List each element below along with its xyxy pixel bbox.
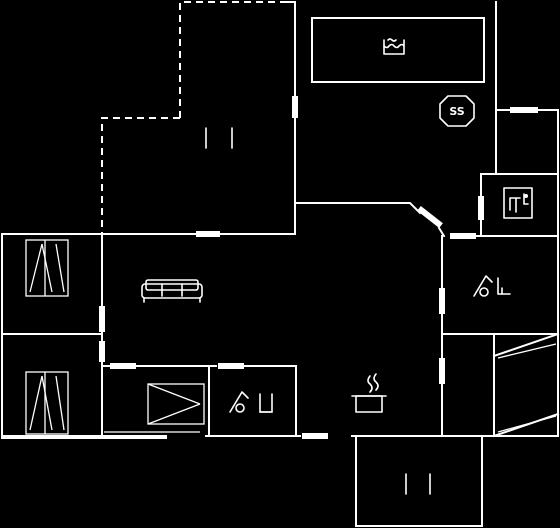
cooking-pot-icon	[351, 373, 387, 413]
shower-toilet-icon	[473, 275, 511, 297]
door-living-top	[196, 231, 220, 237]
wall-right-bottom-diag	[492, 412, 560, 438]
terrace-bottom	[355, 435, 483, 527]
single-bed-icon	[405, 473, 431, 495]
single-bed-icon	[497, 343, 557, 433]
door-corridor-diag	[417, 206, 443, 228]
door-bottom	[302, 433, 328, 439]
single-bed-icon	[205, 127, 233, 149]
door-lower-h1	[110, 363, 136, 369]
wall-corridor-diag	[437, 226, 446, 238]
bunk-bed-icon	[25, 371, 69, 435]
door-right-upper	[510, 107, 538, 113]
pool-icon	[383, 38, 405, 55]
terrace-top-dashed	[101, 1, 283, 234]
door-right-v2	[439, 358, 445, 384]
bunk-bed-icon	[25, 239, 69, 297]
door-right-h1	[450, 233, 476, 239]
sauna-icon: SS	[439, 95, 475, 127]
door-right-v1	[439, 288, 445, 314]
wall-right-bottom-h	[492, 332, 560, 358]
sofa-icon	[141, 279, 203, 303]
shower-toilet-icon	[229, 391, 273, 413]
pool-deck	[311, 17, 485, 83]
door-right-wc	[478, 196, 484, 220]
single-bed-icon	[147, 383, 205, 425]
svg-text:SS: SS	[449, 105, 464, 118]
doors	[99, 96, 538, 439]
door-lower-h2	[218, 363, 244, 369]
door-left-v2	[99, 341, 105, 362]
door-top-room	[292, 96, 298, 118]
wall-corridor	[294, 202, 422, 215]
washing-machine-icon	[503, 187, 533, 219]
door-left-v1	[99, 306, 105, 332]
